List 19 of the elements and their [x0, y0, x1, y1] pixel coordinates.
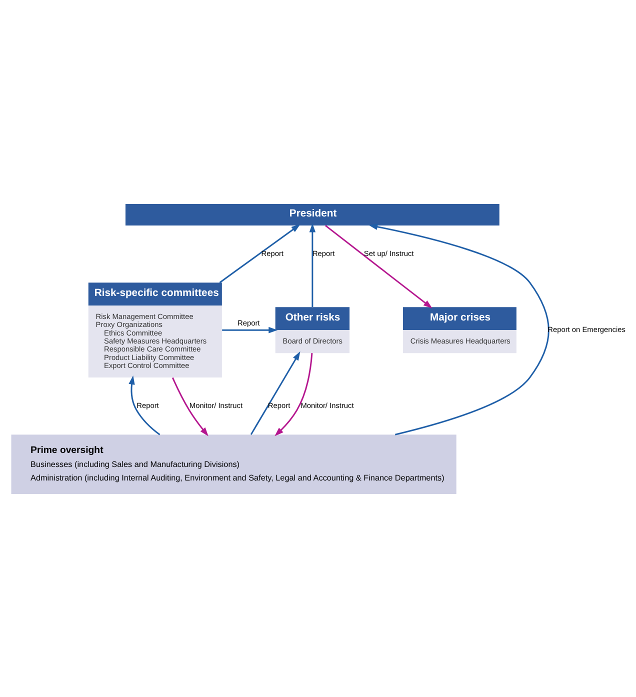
arrow — [250, 350, 300, 434]
edge-label: Report — [268, 400, 290, 410]
edge-label: Report — [312, 248, 335, 258]
arrow — [219, 224, 300, 283]
arrow — [274, 352, 313, 436]
edge-label: Monitor/ Instruct — [189, 400, 243, 410]
edge-label: Monitor/ Instruct — [300, 400, 354, 410]
edge-label: Set up/ Instruct — [364, 248, 414, 258]
node-box: Prime oversight Businesses (including Sales and Manufacturing Divisions) Administration (including Internal Auditing, Environment and Safety, Legal and Accounting & Finance Departments) — [11, 434, 456, 494]
node-box: President — [126, 203, 500, 225]
arrow — [309, 222, 316, 307]
edge-label: Report — [136, 400, 159, 410]
arrow — [368, 223, 550, 435]
edge-label: Report — [261, 248, 284, 258]
arrow — [222, 326, 278, 333]
edge-label: Report — [238, 318, 260, 328]
arrow — [172, 376, 208, 436]
arrow — [128, 375, 160, 435]
arrow — [325, 224, 432, 308]
